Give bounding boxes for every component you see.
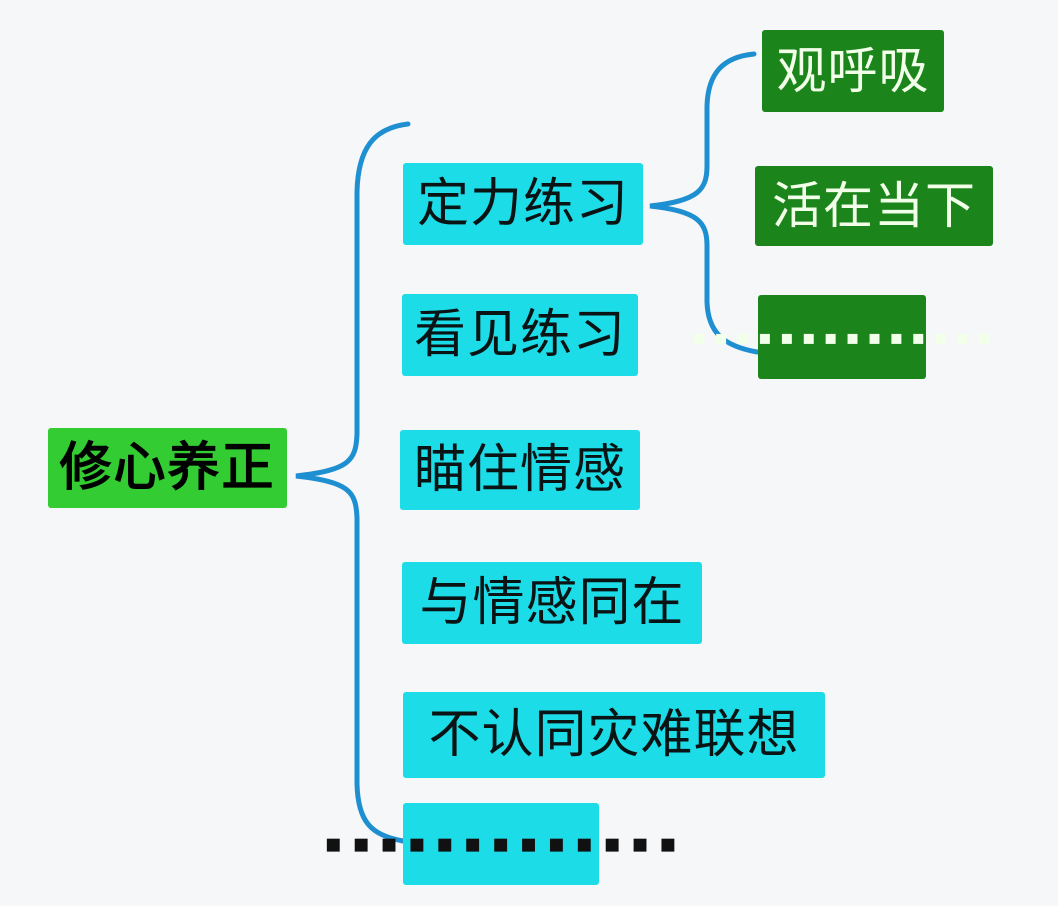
leaf-node-ellipsis: ▪ ▪ ▪ ▪ ▪ ▪ ▪ ▪ ▪ ▪ ▪ ▪ ▪ ▪ — [692, 295, 991, 379]
leaf-node-observe-breath: 观呼吸 — [762, 30, 944, 112]
left-brace-connector — [295, 121, 411, 844]
branch-node-concentration-practice: 定力练习 — [403, 163, 643, 245]
branch-node-no-catastrophic-association: 不认同灾难联想 — [403, 692, 825, 778]
branch-node-aim-at-emotion: 瞄住情感 — [400, 430, 640, 510]
branch-node-be-with-emotion: 与情感同在 — [402, 562, 702, 644]
leaf-node-live-in-present: 活在当下 — [755, 166, 993, 246]
right-brace-connector — [649, 51, 760, 355]
root-node: 修心养正 — [48, 428, 287, 508]
branch-node-seeing-practice: 看见练习 — [402, 294, 638, 376]
branch-node-ellipsis: ▪ ▪ ▪ ▪ ▪ ▪ ▪ ▪ ▪ ▪ ▪ ▪ ▪ — [324, 803, 677, 885]
